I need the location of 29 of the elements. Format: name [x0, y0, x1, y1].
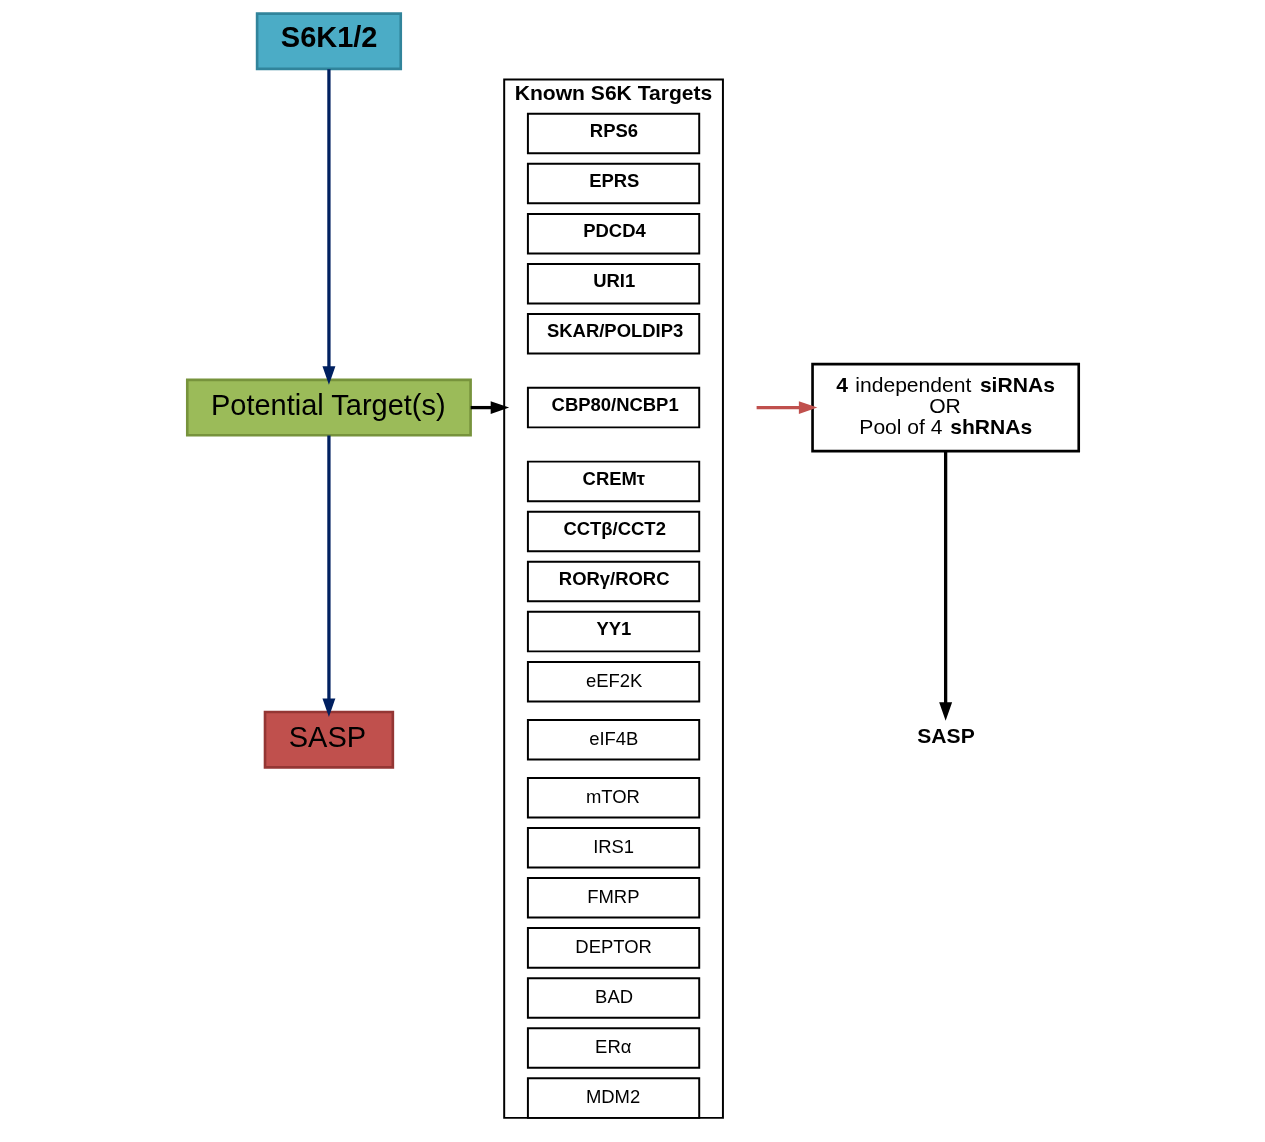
node-box: RORγ/RORC	[526, 560, 700, 603]
node-box: 4 independent siRNAs OR Pool of 4 shRNAs	[810, 362, 1080, 453]
node-box: mTOR	[526, 776, 700, 819]
node-box: SKAR/POLDIP3	[526, 313, 700, 355]
node-box: CREMτ	[526, 460, 700, 503]
node-box: CBP80/NCBP1	[526, 386, 700, 429]
node-box: CCTβ/CCT2	[526, 510, 700, 553]
node-box: RPS6	[526, 112, 700, 155]
node-box: FMRP	[526, 877, 700, 919]
node-box: BAD	[526, 977, 700, 1019]
arrow	[321, 435, 335, 717]
node-box: eEF2K	[526, 660, 700, 703]
node-box: PDCD4	[526, 212, 700, 255]
node-text: SASP	[916, 724, 975, 748]
node-box: MDM2	[526, 1077, 700, 1119]
node-box: URI1	[526, 262, 700, 305]
arrow	[321, 69, 335, 385]
node-box: S6K1/2	[255, 12, 402, 71]
node-box: IRS1	[526, 826, 700, 869]
arrow	[756, 401, 817, 415]
node-box: ERα	[526, 1027, 700, 1069]
node-box: YY1	[526, 610, 700, 653]
node-box: DEPTOR	[526, 927, 700, 969]
node-box: eIF4B	[526, 718, 700, 761]
arrow	[938, 451, 952, 721]
node-box: Potential Target(s)	[185, 378, 472, 437]
arrow	[470, 401, 509, 415]
node-box: EPRS	[526, 162, 700, 205]
node-box: SASP	[263, 710, 394, 769]
